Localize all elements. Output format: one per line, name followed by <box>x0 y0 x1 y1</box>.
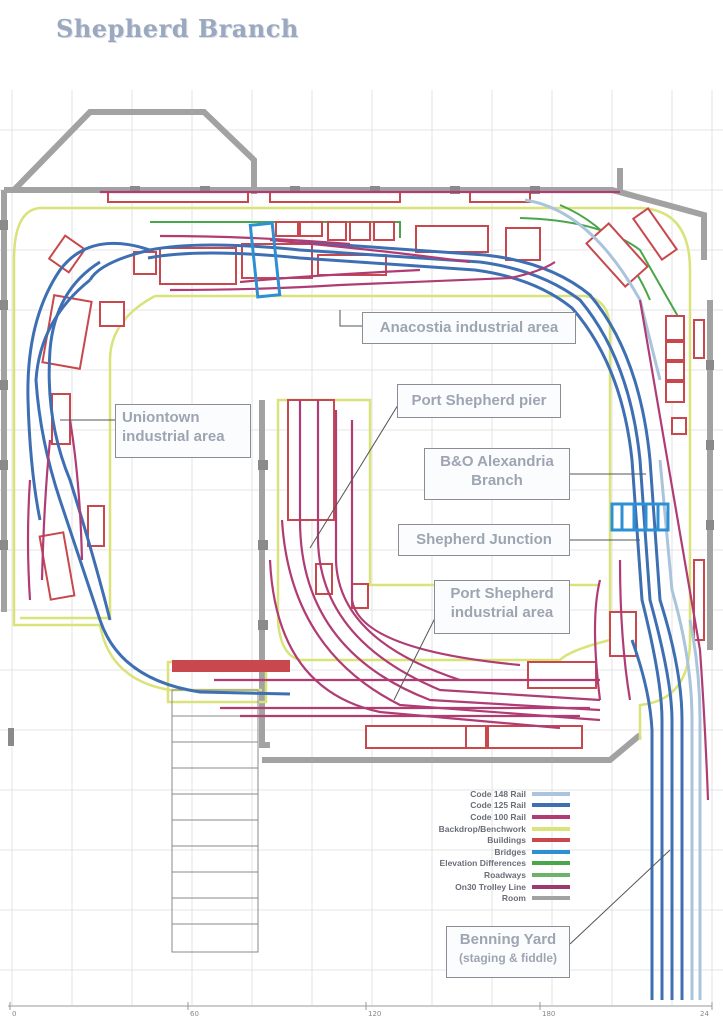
label-bo-branch: B&O Alexandria Branch <box>424 448 570 500</box>
scale-bar <box>8 1002 713 1010</box>
elevation-swatch <box>532 861 570 866</box>
legend-row: Room <box>380 892 570 904</box>
legend-label: Elevation Differences <box>439 858 526 869</box>
legend-label: Bridges <box>494 846 526 857</box>
benchwork-swatch <box>532 826 570 831</box>
legend-row: On30 Trolley Line <box>380 881 570 893</box>
room-walls <box>1 109 713 763</box>
scale-tick-0: 0 <box>12 1010 17 1018</box>
label-bo-line1: B&O Alexandria <box>440 453 554 470</box>
sidings-100 <box>26 190 710 801</box>
legend-row: Bridges <box>380 846 570 858</box>
label-port-pier-text: Port Shepherd pier <box>411 392 547 409</box>
legend-label: Code 100 Rail <box>470 811 526 822</box>
staging-grid <box>171 689 259 953</box>
label-benning-line2: (staging & fiddle) <box>459 951 557 965</box>
rail-148-swatch <box>532 791 570 796</box>
leader-lines <box>60 310 671 945</box>
scale-tick-4: 24 <box>700 1010 709 1018</box>
scale-tick-2: 120 <box>368 1010 382 1018</box>
building-swatch <box>532 838 570 843</box>
legend-label: Code 148 Rail <box>470 788 526 799</box>
label-port-ind-line1: Port Shepherd <box>450 585 554 602</box>
label-port-ind-line2: industrial area <box>450 604 554 621</box>
scale-tick-1: 60 <box>190 1010 199 1018</box>
label-bo-line2: Branch <box>471 472 523 489</box>
legend-label: Buildings <box>487 835 526 846</box>
label-benning-yard: Benning Yard (staging & fiddle) <box>446 926 570 978</box>
building-row-bottom-left <box>172 660 290 672</box>
legend-label: Roadways <box>483 869 526 880</box>
label-benning-line1: Benning Yard <box>459 931 557 948</box>
bridges <box>248 221 670 532</box>
wall-studs <box>0 186 714 746</box>
rail-100-swatch <box>532 814 570 819</box>
legend-label: On30 Trolley Line <box>455 881 526 892</box>
buildings <box>38 191 705 749</box>
label-port-pier: Port Shepherd pier <box>397 384 561 418</box>
roadway-swatch <box>532 872 570 877</box>
trolley-swatch <box>532 884 570 889</box>
label-uniontown-line2: industrial area <box>122 428 225 445</box>
bridge-swatch <box>532 849 570 854</box>
legend-row: Buildings <box>380 834 570 846</box>
room-swatch <box>532 896 570 901</box>
legend-label: Room <box>501 893 526 904</box>
label-uniontown: Uniontown industrial area <box>115 404 251 458</box>
legend-row: Code 148 Rail <box>380 788 570 800</box>
scale-tick-3: 180 <box>542 1010 556 1018</box>
label-anacostia: Anacostia industrial area <box>362 312 576 344</box>
label-shepherd-junction: Shepherd Junction <box>398 524 570 556</box>
legend-row: Code 100 Rail <box>380 811 570 823</box>
legend-label: Code 125 Rail <box>470 800 526 811</box>
main-line-125 <box>26 240 684 1000</box>
legend-row: Code 125 Rail <box>380 800 570 812</box>
legend-label: Backdrop/Benchwork <box>438 823 526 834</box>
legend-row: Backdrop/Benchwork <box>380 823 570 835</box>
page-title: Shepherd Branch <box>56 14 299 43</box>
rail-125-swatch <box>532 803 570 808</box>
legend-row: Elevation Differences <box>380 858 570 870</box>
legend-row: Roadways <box>380 869 570 881</box>
rail-148 <box>524 198 702 1000</box>
label-junction-text: Shepherd Junction <box>416 531 552 548</box>
label-uniontown-line1: Uniontown <box>122 409 200 426</box>
label-port-industrial: Port Shepherd industrial area <box>434 580 570 634</box>
label-anacostia-text: Anacostia industrial area <box>379 319 559 336</box>
